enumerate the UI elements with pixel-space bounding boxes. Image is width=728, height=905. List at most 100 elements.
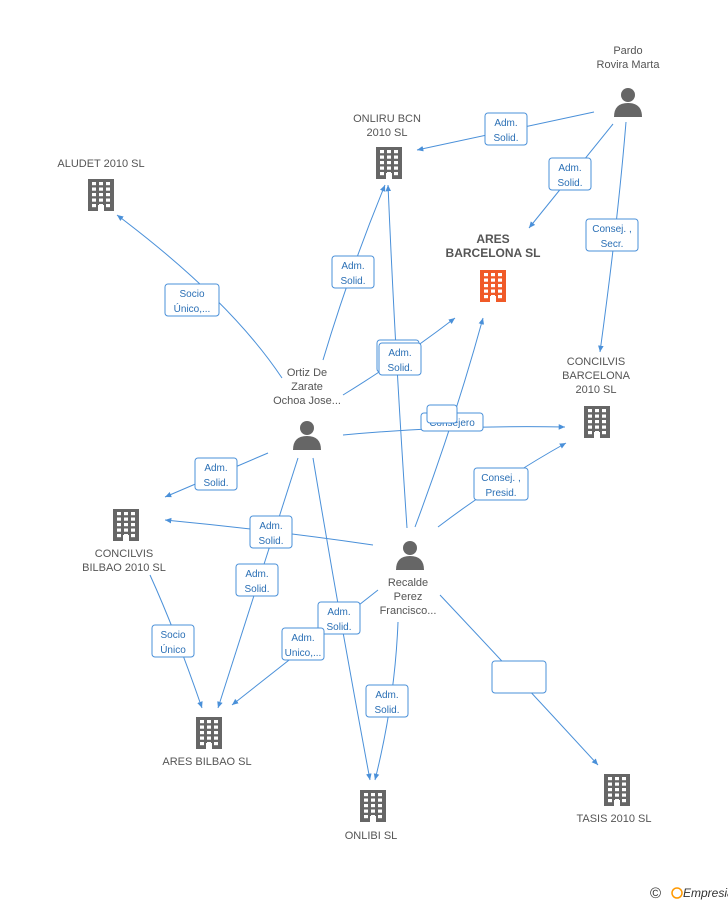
edge-label-frame: [491, 660, 547, 694]
node-label: ALUDET 2010 SL: [57, 158, 144, 170]
brand-name: Empresia: [683, 886, 728, 900]
node-ares_bilbao[interactable]: ARES BILBAO SL: [162, 717, 252, 768]
edge-label-box-17[interactable]: [491, 660, 547, 694]
edge-label-text: Adm.: [375, 690, 398, 701]
edge-label-box-16[interactable]: Adm. Solid.: [365, 684, 409, 718]
edge-label-box-14[interactable]: Adm.Solid.: [317, 601, 361, 635]
edge-label-box-8[interactable]: Consej. ,Presid.: [473, 467, 529, 501]
edge-label-text: Presid.: [485, 488, 516, 499]
edge-label-text: Solid.: [258, 536, 283, 547]
edge-label-frame: [548, 157, 592, 191]
edge-label-text: Adm.: [494, 118, 517, 129]
edge-label-text: Solid.: [493, 133, 518, 144]
edge-label-text: Socio: [160, 630, 185, 641]
node-label: 2010 SL: [367, 127, 408, 139]
edge-label-text: Adm.: [259, 521, 282, 532]
edge-label-frame: [249, 515, 293, 549]
edge-label-box-0[interactable]: Adm. Solid.: [484, 112, 528, 146]
edge-label-frame: [378, 342, 422, 376]
company-building-icon: [196, 717, 222, 749]
node-onlibi[interactable]: ONLIBI SL: [345, 790, 398, 842]
edge-label-text: Adm.: [388, 348, 411, 359]
edge-label-frame: [235, 563, 279, 597]
edge-label-text: Solid.: [340, 276, 365, 287]
node-concilvis_bilbao[interactable]: CONCILVIS BILBAO 2010 SL: [82, 509, 166, 574]
edge-label-text: Adm.: [291, 633, 314, 644]
edge-label-text: Solid.: [244, 584, 269, 595]
edge-label-frame: [151, 624, 195, 658]
focus-company-building-icon: [480, 270, 506, 302]
edge-label-text: Solid.: [557, 178, 582, 189]
edge-label-text: Adm.: [204, 463, 227, 474]
company-building-icon: [360, 790, 386, 822]
node-label: Recalde: [388, 577, 428, 589]
company-building-icon: [88, 179, 114, 211]
edge-label-frame: [317, 601, 361, 635]
edge-label-text: Unico,...: [285, 648, 322, 659]
node-label: 2010 SL: [576, 384, 617, 396]
edge-label-frame: [426, 404, 458, 424]
node-label: ARES BILBAO SL: [162, 756, 251, 768]
node-label: ARES: [476, 232, 509, 246]
node-label: ONLIBI SL: [345, 830, 398, 842]
edge-label-text: Único,...: [174, 302, 211, 315]
node-aludet[interactable]: ALUDET 2010 SL: [57, 158, 145, 211]
edge-label-text: Solid.: [326, 622, 351, 633]
node-label: TASIS 2010 SL: [576, 813, 651, 825]
node-label: Rovira Marta: [597, 59, 661, 71]
edge-label-text: Secr.: [601, 239, 624, 250]
node-label: Francisco...: [380, 605, 437, 617]
node-label: Ochoa Jose...: [273, 395, 341, 407]
node-label: BILBAO 2010 SL: [82, 562, 166, 574]
edge-label-box-3[interactable]: SocioÚnico,...: [164, 283, 220, 317]
edge-label-box-2[interactable]: Consej. , Secr.: [585, 218, 639, 252]
edge-label-text: Solid.: [387, 363, 412, 374]
edge-label-text: Adm.: [341, 261, 364, 272]
edge-label-box-12[interactable]: Adm. Solid.: [249, 515, 293, 549]
edge-label-text: Adm.: [558, 163, 581, 174]
edge-label-box-1[interactable]: Adm. Solid.: [548, 157, 592, 191]
edge-label-text: Solid.: [203, 478, 228, 489]
company-building-icon: [604, 774, 630, 806]
node-tasis[interactable]: TASIS 2010 SL: [576, 774, 652, 825]
edge-label-box-15[interactable]: Adm. Unico,...: [281, 627, 325, 661]
edge-label-box-10[interactable]: Adm. Solid.: [194, 457, 238, 491]
edge-label-box-4[interactable]: Adm. Solid.: [331, 255, 375, 289]
edge-label-frame: [164, 283, 220, 317]
brand-mark-icon: [671, 887, 683, 899]
node-label: CONCILVIS: [95, 548, 153, 560]
edge-label-frame: [473, 467, 529, 501]
company-building-icon: [584, 406, 610, 438]
brand-logo: © Empresia: [650, 885, 728, 902]
edge-label-frame: [331, 255, 375, 289]
node-label: BARCELONA: [562, 370, 631, 382]
edge-label-text: Único: [160, 643, 186, 656]
edge-label-frame: [484, 112, 528, 146]
edge-label-text: Socio: [179, 289, 204, 300]
node-label: CONCILVIS: [567, 356, 625, 368]
person-icon: [396, 541, 424, 570]
edge-label-frame: [194, 457, 238, 491]
copyright-symbol: ©: [650, 885, 661, 902]
edges-layer: [116, 111, 627, 781]
edge-label-text: Adm.: [245, 569, 268, 580]
edge-label-box-9[interactable]: [426, 404, 458, 424]
company-building-icon: [376, 147, 402, 179]
edge-label-box-7[interactable]: Adm. Solid.: [378, 342, 422, 376]
edge-label-frame: [585, 218, 639, 252]
node-recalde[interactable]: RecaldePerezFrancisco...: [380, 541, 437, 617]
edge-labels-layer: Adm.Solid.Adm.Solid.Consej. ,Secr.SocioÚ…: [151, 112, 639, 718]
edge-label-text: Consej. ,: [592, 224, 631, 235]
edge-label-box-13[interactable]: Adm. Solid.: [235, 563, 279, 597]
edge-label-text: Solid.: [374, 705, 399, 716]
node-concilvis_bcn[interactable]: CONCILVIS BARCELONA 2010 SL: [562, 356, 631, 438]
node-label: Pardo: [613, 45, 642, 57]
person-icon: [293, 421, 321, 450]
node-label: BARCELONA SL: [446, 246, 541, 260]
